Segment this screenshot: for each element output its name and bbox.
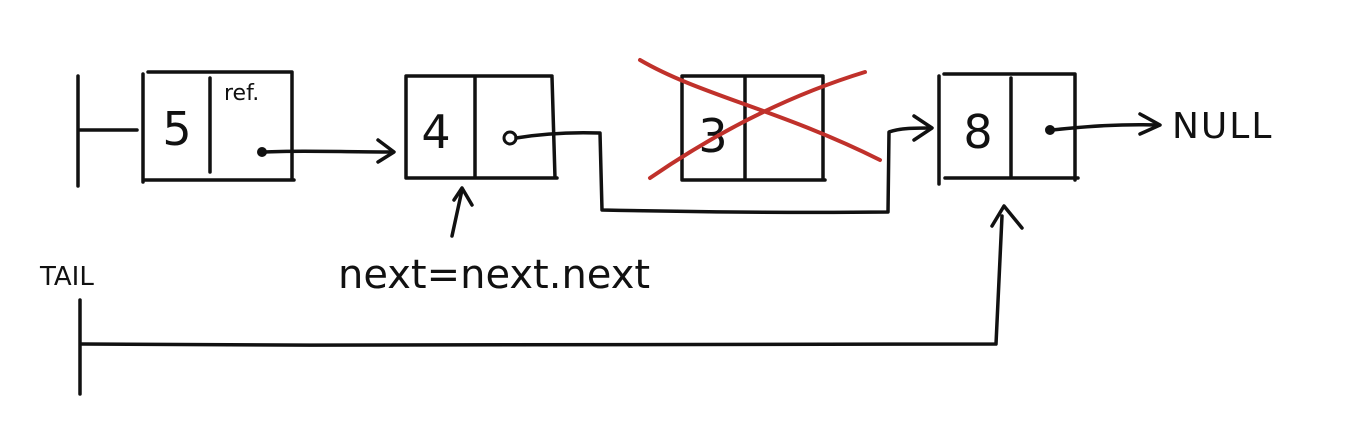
node-8-value: 8 xyxy=(963,105,992,159)
node-8: 8 xyxy=(937,72,1080,186)
node-8-pointer-dot xyxy=(1045,125,1055,135)
node-4: 4 xyxy=(404,74,559,180)
removal-cross xyxy=(638,58,882,180)
annotation-arrow xyxy=(450,186,474,238)
null-label: NULL xyxy=(1172,106,1273,147)
node-3-removed: 3 xyxy=(638,58,882,182)
head-marker xyxy=(76,74,139,188)
arrow-8-to-null xyxy=(1050,112,1162,136)
tail-pointer xyxy=(78,204,1024,396)
node-4-pointer-dot xyxy=(502,130,518,146)
node-5-ref-label: ref. xyxy=(224,81,259,106)
annotation-next-equals-next-next: next=next.next xyxy=(338,252,650,298)
node-3-value: 3 xyxy=(698,109,727,163)
node-5-value: 5 xyxy=(162,102,191,156)
bypass-arrow-4-to-8 xyxy=(514,114,934,215)
node-4-value: 4 xyxy=(421,105,450,159)
node-5-pointer-dot xyxy=(257,147,267,157)
tail-label: TAIL xyxy=(39,262,94,292)
arrow-5-to-4 xyxy=(262,138,396,164)
node-5: 5 ref. xyxy=(141,70,296,184)
